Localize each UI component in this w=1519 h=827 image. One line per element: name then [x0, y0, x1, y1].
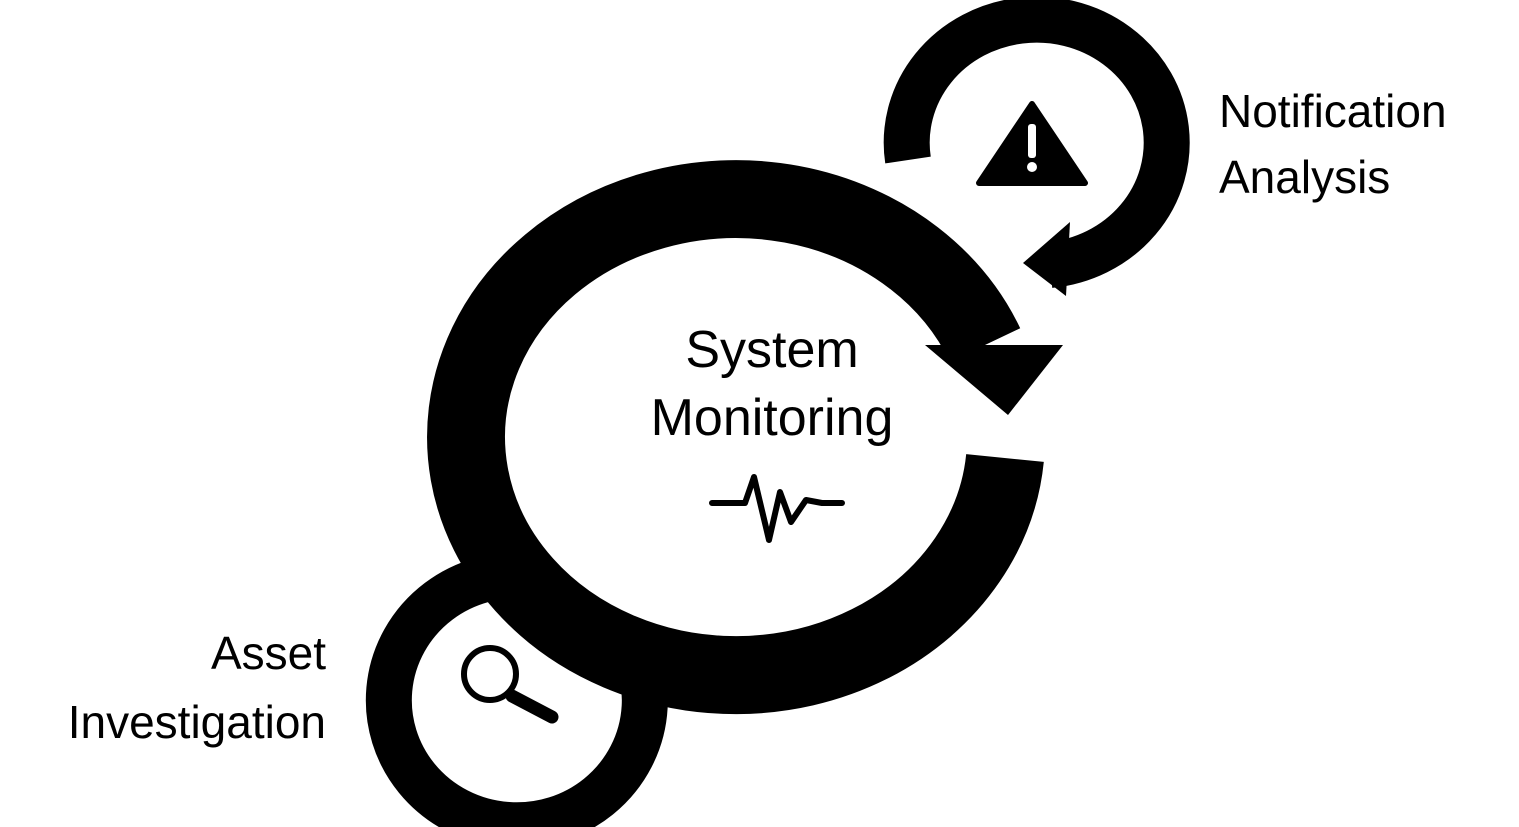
magnifier-icon: [461, 645, 559, 724]
pulse-icon: [709, 474, 845, 543]
center-title-line1: System: [685, 321, 858, 379]
asset-label-line1: Asset: [211, 627, 326, 679]
notification-label-line2: Analysis: [1219, 151, 1390, 203]
notification-cycle-arrowhead: [1023, 222, 1070, 296]
notification-cycle-ring: [883, 0, 1190, 288]
main-cycle-ring: [427, 160, 1044, 715]
warning-exclamation-bar: [1028, 124, 1036, 158]
asset-cycle-arrow: [365, 536, 668, 827]
warning-icon: [976, 101, 1088, 186]
magnifier-handle: [505, 689, 559, 724]
notification-cycle-arrow: [883, 0, 1190, 296]
asset-label-line2: Investigation: [68, 696, 326, 748]
asset-cycle-arrowhead: [466, 536, 518, 608]
main-cycle-arrow: [427, 160, 1063, 715]
warning-exclamation-dot: [1027, 162, 1037, 172]
notification-label-line1: Notification: [1219, 85, 1447, 137]
main-cycle-arrowhead: [925, 345, 1063, 415]
asset-cycle-ring: [365, 557, 668, 827]
center-title-line2: Monitoring: [651, 389, 894, 447]
magnifier-lens: [461, 645, 519, 703]
